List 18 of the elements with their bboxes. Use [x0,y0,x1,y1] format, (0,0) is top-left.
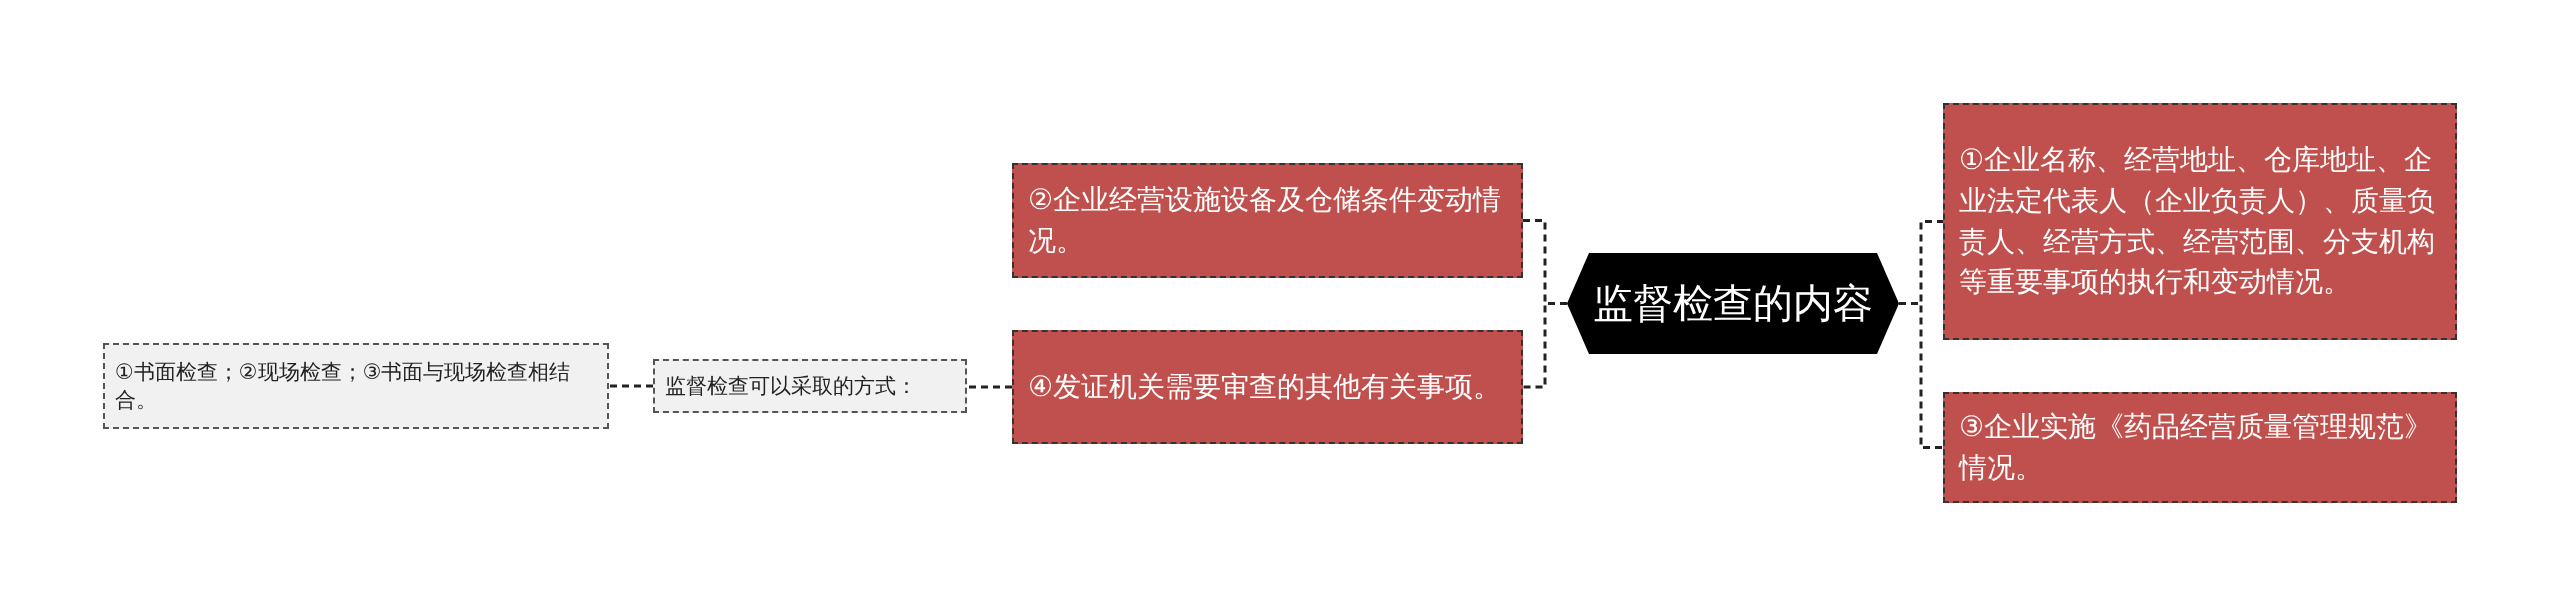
subtopic-box [103,343,609,429]
topic-box [1012,163,1523,278]
topic-text: ①书面检查；②现场检查；③书面与现场检查相结合。 [115,358,572,414]
central-topic-hexagon [1567,253,1899,354]
topic-text: ④发证机关需要审查的其他有关事项。 [1028,368,1502,405]
connector-line [967,385,1012,389]
topic-box [1012,330,1523,444]
topic-box [1943,392,2457,503]
connector-line [1523,302,1567,389]
connector-line [1899,302,1943,449]
topic-text: ①企业名称、经营地址、仓库地址、企业法定代表人（企业负责人）、质量负责人、经营方式、经营范围、分支机构等重要事项的执行和变动情况。 [1959,142,2436,301]
subtopic-box [653,359,967,413]
connector-line [609,384,653,388]
topic-text: 监督检查的内容 [1593,279,1873,328]
topic-text: 监督检查可以采取的方式： [665,372,917,400]
topic-text: ②企业经营设施设备及仓储条件变动情况。 [1028,181,1503,259]
topic-box [1943,103,2457,340]
topic-text: ③企业实施《药品经营质量管理规范》情况。 [1959,408,2434,486]
